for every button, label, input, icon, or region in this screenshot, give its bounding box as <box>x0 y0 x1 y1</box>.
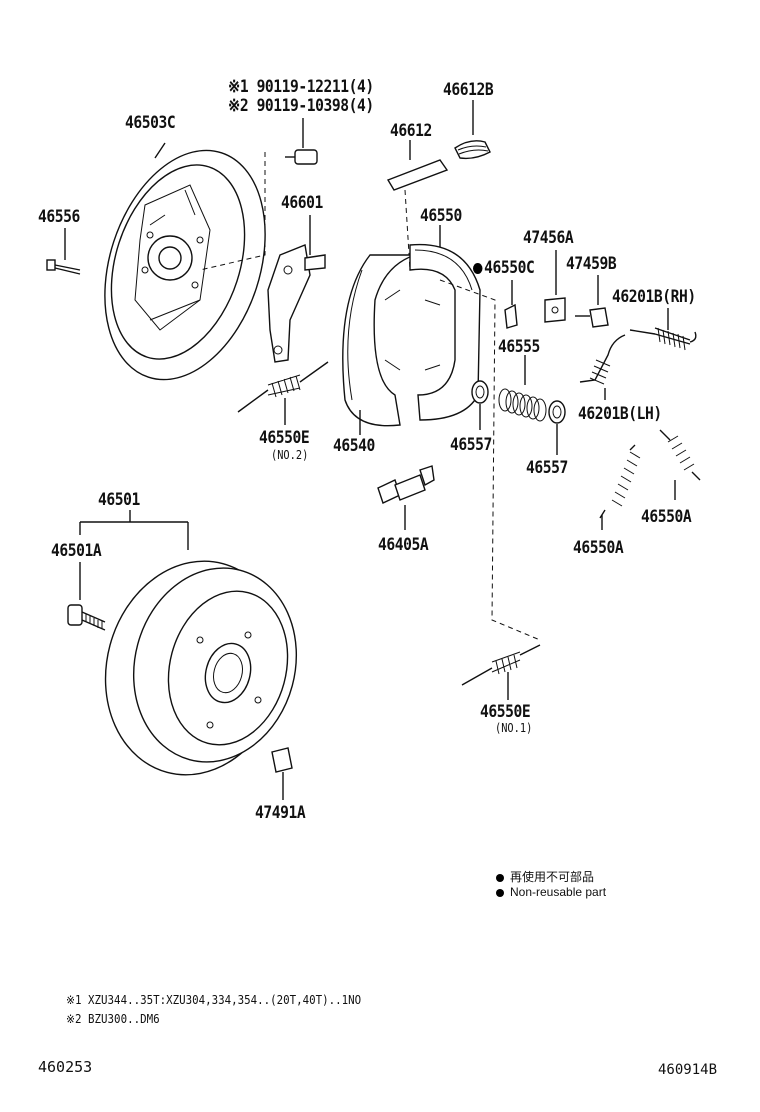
label-46501A: 46501A <box>51 541 102 561</box>
diagram-id-left: 460253 <box>38 1058 93 1076</box>
label-46405A: 46405A <box>378 535 429 555</box>
label-46601: 46601 <box>281 193 323 213</box>
spring-46550E-no2-drawing <box>237 361 329 425</box>
label-46550A-right: 46550A <box>641 507 692 527</box>
legend-non-reusable-en: Non-reusable part <box>496 885 606 899</box>
legend-non-reusable-ja: 再使用不可部品 <box>496 868 594 885</box>
plug-47491A-drawing <box>271 747 293 800</box>
brake-shoes-drawing <box>342 225 481 435</box>
bolt-drawing <box>199 118 318 271</box>
brake-drum-drawing <box>104 560 298 776</box>
label-46612B: 46612B <box>443 80 494 100</box>
screw-47459B-drawing <box>575 275 609 328</box>
label-no1: (NO.1) <box>495 721 533 735</box>
adjuster-46405A-drawing <box>377 465 435 530</box>
label-47491A: 47491A <box>255 803 306 823</box>
spring-46555-drawing <box>498 355 547 422</box>
label-46550: 46550 <box>420 206 462 226</box>
clip-46550C-drawing <box>504 280 518 329</box>
legend-text-ja: 再使用不可部品 <box>510 870 595 884</box>
label-46550E-no1: 46550E <box>480 702 531 722</box>
drum-bracket-drawing <box>79 510 189 550</box>
label-46550C: 46550C <box>473 258 535 278</box>
legend-dot <box>496 888 504 897</box>
label-46556: 46556 <box>38 207 80 227</box>
label-46501: 46501 <box>98 490 140 510</box>
legend-text-en: Non-reusable part <box>510 885 607 899</box>
label-46550A-left: 46550A <box>573 538 624 558</box>
label-46550E-no2: 46550E <box>259 428 310 448</box>
diagram-id-right: 460914B <box>658 1062 718 1078</box>
footnote-1: ※1 XZU344..35T:XZU304,334,354..(20T,40T)… <box>66 993 362 1007</box>
pin-46556-drawing <box>46 228 81 275</box>
cups-46557-drawing <box>471 380 566 455</box>
spring-46550E-no1-drawing <box>461 644 541 700</box>
label-46557-b: 46557 <box>526 458 568 478</box>
legend-dot <box>496 873 504 882</box>
non-reusable-marker <box>473 263 483 274</box>
backing-plate-drawing <box>104 142 266 381</box>
label-46503C: 46503C <box>125 113 176 133</box>
spring-46201B-LH-drawing <box>579 334 626 400</box>
label-46557-a: 46557 <box>450 435 492 455</box>
label-46201B-LH: 46201B(LH) <box>578 404 662 424</box>
label-bolt-line2: ※2 90119-10398(4) <box>228 96 374 116</box>
label-47456A: 47456A <box>523 228 574 248</box>
springs-46550A-drawing <box>599 429 701 530</box>
label-46550C-text: 46550C <box>484 258 535 278</box>
footnote-2: ※2 BZU300..DM6 <box>66 1012 160 1026</box>
lever-46601-drawing <box>267 215 326 363</box>
label-bolt-line1: ※1 90119-12211(4) <box>228 77 374 97</box>
label-46540: 46540 <box>333 436 375 456</box>
label-46555: 46555 <box>498 337 540 357</box>
label-no2: (NO.2) <box>271 448 309 462</box>
clip-46612B-drawing <box>454 100 491 160</box>
plate-47456A-drawing <box>544 250 566 323</box>
spring-46201B-RH-drawing <box>629 308 697 351</box>
label-46201B-RH: 46201B(RH) <box>612 287 696 307</box>
hub-bolt-drawing <box>67 562 106 631</box>
label-46612: 46612 <box>390 121 432 141</box>
label-47459B: 47459B <box>566 254 617 274</box>
